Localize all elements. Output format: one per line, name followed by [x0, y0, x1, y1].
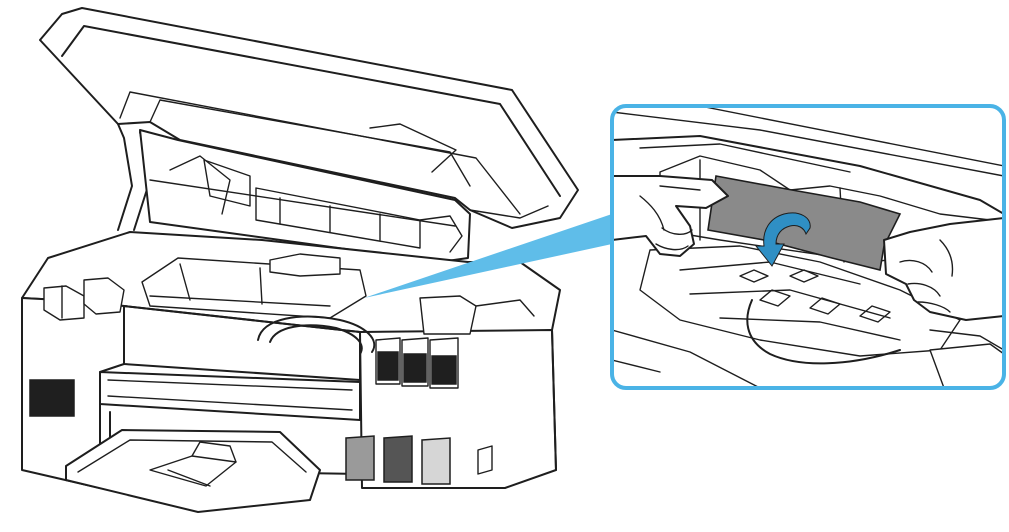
callout-frame — [610, 104, 1006, 390]
scanning-unit — [139, 129, 471, 263]
zoom-callout — [610, 104, 1006, 390]
pull-direction-arrow-icon — [754, 212, 811, 267]
scanner-lid — [39, 7, 579, 231]
left-hand — [612, 175, 729, 257]
right-hand — [883, 217, 1004, 321]
callout-beam — [364, 214, 612, 298]
output-tray — [65, 429, 321, 513]
printer — [21, 7, 579, 513]
printer-body — [21, 231, 561, 489]
